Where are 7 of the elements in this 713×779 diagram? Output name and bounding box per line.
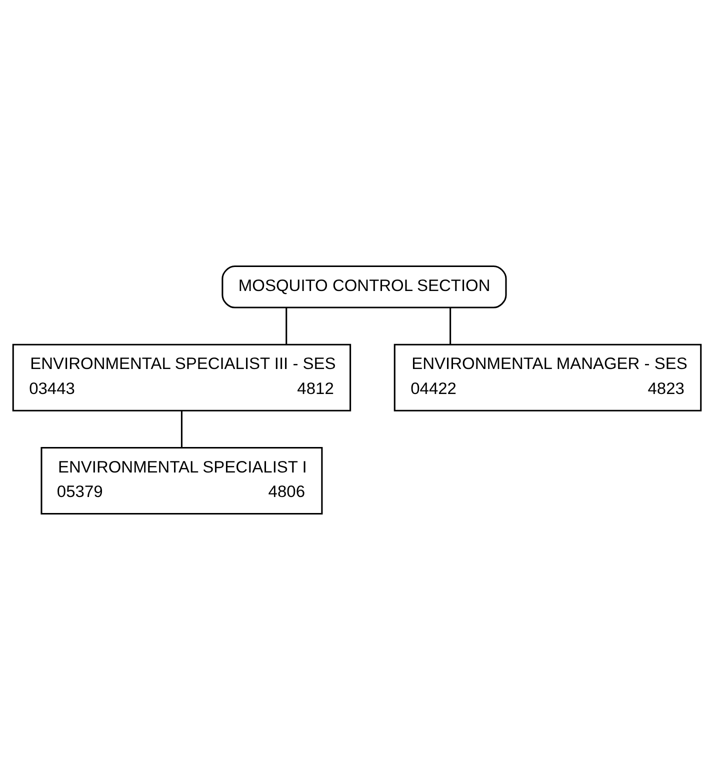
node-box: MOSQUITO CONTROL SECTION (221, 265, 506, 308)
connector (180, 410, 182, 448)
node-box: ENVIRONMENTAL SPECIALIST III - SES 03443 4812 (12, 343, 351, 411)
connector (449, 307, 451, 344)
connector (285, 307, 287, 344)
node-box: ENVIRONMENTAL SPECIALIST I 05379 4806 (40, 446, 322, 514)
node-box: ENVIRONMENTAL MANAGER - SES 04422 4823 (393, 343, 702, 411)
